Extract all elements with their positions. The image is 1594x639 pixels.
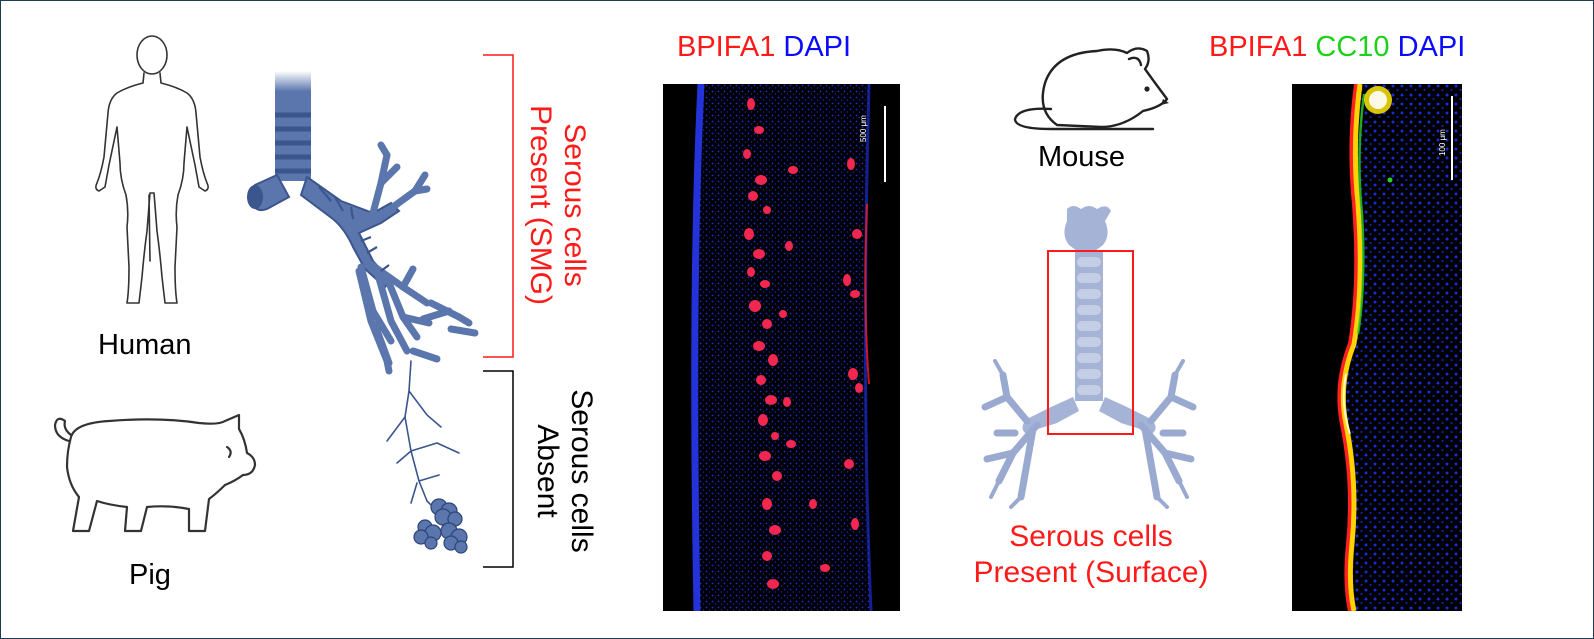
bracket-lower-airway — [483, 370, 514, 568]
micrograph-surface-image — [1337, 84, 1462, 611]
left-stain-legend: BPIFA1 DAPI — [677, 33, 851, 62]
serous-absent-label: Serous cells Absent — [530, 386, 598, 556]
mouse-serous-caption: Serous cells Present (Surface) — [941, 519, 1241, 591]
serous-present-smg-label: Serous cells Present (SMG) — [523, 95, 591, 315]
airway-tree-illustration — [247, 71, 479, 554]
mouse-serous-caption-line2: Present (Surface) — [973, 556, 1209, 589]
left-stain-bpifa1: BPIFA1 — [677, 31, 776, 63]
left-scale-bar-label: 500 μm — [859, 115, 868, 142]
mouse-label: Mouse — [1038, 141, 1126, 173]
serous-absent-line2: Absent — [531, 424, 564, 518]
mouse-serous-caption-line1: Serous cells — [1009, 520, 1173, 553]
bracket-upper-airway — [483, 54, 514, 358]
right-stain-dapi: DAPI — [1397, 31, 1466, 63]
left-stain-dapi: DAPI — [783, 31, 852, 63]
right-stain-legend: BPIFA1 CC10 DAPI — [1209, 33, 1465, 62]
micrograph-surface-bpifa1-cc10: 100 μm — [1292, 84, 1462, 611]
micrograph-smg-image — [691, 84, 886, 611]
mouse-airway-illustration — [981, 206, 1197, 509]
mouse-outline-icon — [1013, 47, 1169, 131]
pig-outline-icon — [53, 413, 257, 533]
pig-label: Pig — [129, 559, 171, 591]
right-scale-bar-label: 100 μm — [1438, 129, 1447, 156]
mouse-trachea-highlight-box — [1047, 250, 1134, 435]
right-stain-bpifa1: BPIFA1 — [1209, 31, 1308, 63]
serous-absent-line1: Serous cells — [565, 389, 598, 553]
right-stain-cc10: CC10 — [1315, 31, 1390, 63]
serous-present-smg-line2: Present (SMG) — [524, 104, 557, 306]
serous-present-smg-line1: Serous cells — [558, 123, 591, 287]
human-outline-icon — [95, 35, 209, 304]
micrograph-smg-bpifa1: 500 μm — [663, 84, 900, 611]
human-label: Human — [98, 329, 192, 361]
